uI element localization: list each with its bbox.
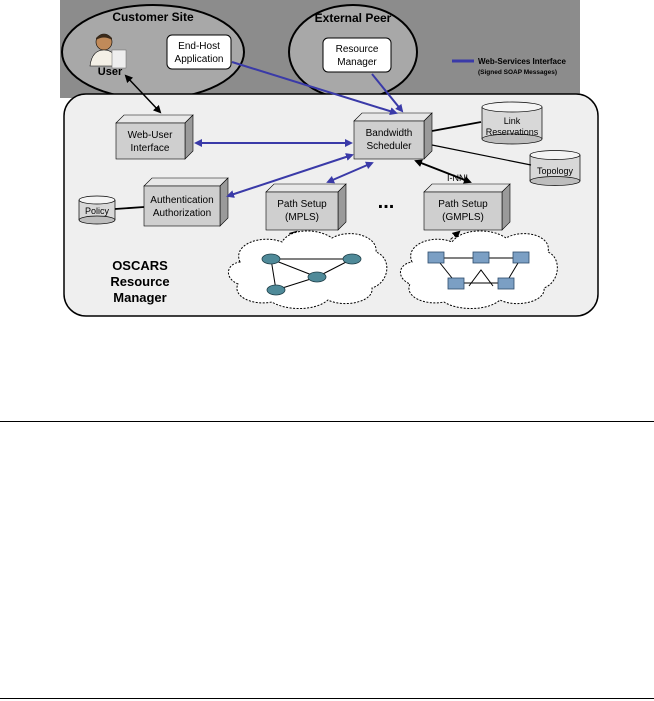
end-host-application-box — [166, 34, 232, 70]
web-user-line2: Interface — [131, 143, 170, 154]
link-reservations-database-icon — [481, 101, 543, 145]
web-services-arrows — [194, 61, 404, 198]
scheduler-link-line — [431, 121, 482, 132]
horizontal-rule-top — [0, 421, 654, 422]
bandwidth-line1: Bandwidth — [366, 128, 413, 139]
gmpls-line1: Path Setup — [438, 199, 488, 210]
user-label: User — [98, 66, 123, 78]
horizontal-rule-bottom — [0, 698, 654, 699]
external-peer-label: External Peer — [315, 11, 392, 25]
ellipsis-label: ... — [378, 191, 395, 213]
web-user-interface-box — [115, 114, 194, 160]
oscars-title-line2: Resource — [110, 274, 169, 289]
gmpls-line2: (GMPLS) — [442, 212, 484, 223]
ws-arrow-mpls-scheduler — [326, 161, 374, 184]
topology-database-icon — [529, 150, 581, 186]
policy-label: Policy — [85, 206, 110, 216]
optical-switch-icon — [497, 277, 515, 290]
mpls-network-cloud — [228, 230, 388, 309]
resource-manager-line2: Manager — [337, 57, 377, 68]
policy-auth-line — [114, 206, 145, 210]
link-reservations-line2: Reservations — [486, 127, 539, 137]
user-icon — [89, 33, 127, 69]
ws-arrow-endhost-scheduler — [231, 61, 398, 116]
resource-manager-line1: Resource — [336, 44, 379, 55]
scheduler-topology-line — [431, 144, 532, 166]
resource-manager-box — [322, 37, 392, 73]
bandwidth-line2: Scheduler — [366, 141, 412, 152]
link-reservations-line1: Link — [504, 116, 521, 126]
path-setup-gmpls-box — [423, 183, 511, 231]
optical-switch-icon — [427, 251, 445, 264]
auth-line2: Authorization — [153, 208, 211, 219]
ws-arrow-resource-scheduler — [371, 73, 404, 113]
gmpls-cloud-dashed — [442, 230, 461, 247]
scheduler-gmpls-inni-arrow — [414, 159, 472, 184]
router-icon — [342, 253, 362, 265]
auth-line1: Authentication — [150, 195, 213, 206]
optical-switch-icon — [447, 277, 465, 290]
legend-line1: Web-Services Interface — [478, 57, 566, 66]
mpls-line2: (MPLS) — [285, 212, 319, 223]
gmpls-network-cloud — [400, 230, 558, 309]
bandwidth-scheduler-box — [353, 112, 433, 160]
legend-line2: (Signed SOAP Messages) — [478, 69, 557, 76]
web-user-line1: Web-User — [128, 130, 173, 141]
oscars-title-line1: OSCARS — [112, 258, 168, 273]
optical-switch-icon — [512, 251, 530, 264]
policy-database-icon — [78, 195, 116, 225]
mpls-line1: Path Setup — [277, 199, 327, 210]
router-icon — [266, 284, 286, 296]
topology-label: Topology — [537, 166, 574, 176]
router-icon — [307, 271, 327, 283]
customer-site-label: Customer Site — [112, 10, 194, 24]
user-webuser-arrow — [124, 74, 162, 114]
authentication-authorization-box — [143, 177, 229, 227]
router-icon — [261, 253, 281, 265]
end-host-line2: Application — [175, 54, 224, 65]
optical-switch-icon — [472, 251, 490, 264]
end-host-line1: End-Host — [178, 41, 220, 52]
oscars-title-line3: Manager — [113, 290, 166, 305]
